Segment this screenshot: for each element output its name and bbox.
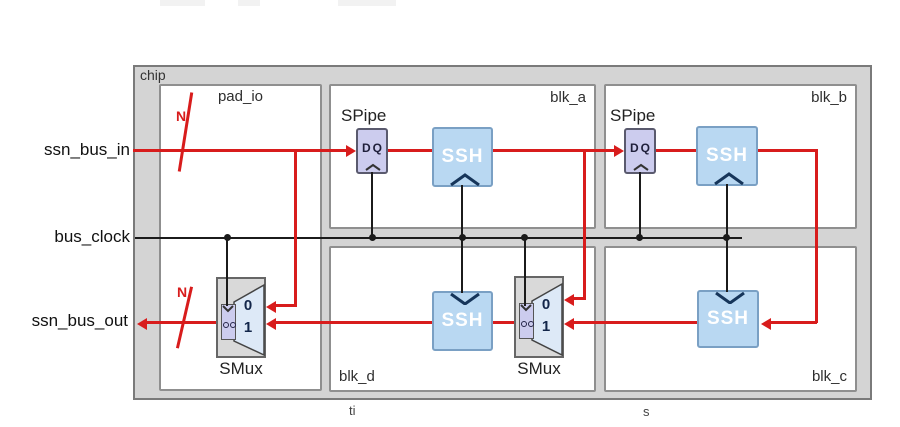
clock-chevron-icon bbox=[450, 292, 480, 305]
wire-ssn-bus-in bbox=[133, 149, 347, 152]
wire-blk-a-loopback-vertical bbox=[583, 149, 586, 300]
wire-clock-to-smux-d bbox=[524, 239, 526, 306]
block-blk-a-label: blk_a bbox=[550, 89, 586, 106]
wire-pad-loopback-horizontal bbox=[274, 304, 296, 307]
spipe-b-d-pin: D bbox=[630, 141, 639, 155]
ssh-blk-d-label: SSH bbox=[441, 310, 484, 331]
ssh-blk-b-label: SSH bbox=[705, 145, 749, 166]
wire-spipe-a-to-ssh-a bbox=[388, 149, 432, 152]
ssh-blk-a-label: SSH bbox=[441, 146, 484, 167]
clock-chevron-icon bbox=[520, 304, 532, 312]
arrowhead-icon bbox=[564, 294, 574, 306]
smux-blk-d-input0: 0 bbox=[541, 296, 551, 313]
ssh-blk-b: SSH bbox=[696, 126, 758, 186]
arrowhead-icon bbox=[761, 318, 771, 330]
arrowhead-icon bbox=[266, 318, 276, 330]
arrowhead-icon bbox=[614, 145, 624, 157]
junction-dot bbox=[369, 234, 376, 241]
wire-ssh-b-out bbox=[758, 149, 818, 152]
block-blk-c-label: blk_c bbox=[811, 368, 847, 385]
clock-chevron-icon bbox=[450, 173, 480, 186]
spipe-b-q-pin: Q bbox=[640, 141, 650, 155]
block-blk-b-label: blk_b bbox=[811, 89, 847, 106]
smux-blk-d-flipflop bbox=[519, 303, 534, 339]
ff-pin-icon bbox=[223, 322, 229, 328]
junction-dot bbox=[723, 234, 730, 241]
wire-ssh-c-to-smux-d bbox=[573, 321, 697, 324]
wire-smux-d-to-ssh-d bbox=[493, 321, 514, 324]
block-pad-io-label: pad_io bbox=[217, 88, 264, 105]
top-artifact bbox=[160, 0, 205, 6]
wire-clock-to-spipe-b bbox=[639, 172, 641, 238]
ssh-blk-c: SSH bbox=[697, 290, 759, 348]
junction-dot bbox=[224, 234, 231, 241]
smux-pad-io-input0: 0 bbox=[243, 297, 253, 314]
junction-dot bbox=[636, 234, 643, 241]
smux-blk-d: 0 1 bbox=[514, 276, 564, 358]
cutoff-text-fragment: ti bbox=[349, 403, 356, 418]
clock-chevron-icon bbox=[714, 172, 744, 185]
port-bus-clock-label: bus_clock bbox=[54, 227, 130, 246]
cutoff-text-fragment: s bbox=[643, 404, 650, 419]
ff-pin-icon bbox=[230, 322, 236, 328]
ssh-blk-d: SSH bbox=[432, 291, 493, 351]
wire-blk-b-down bbox=[815, 149, 818, 323]
ssh-blk-c-label: SSH bbox=[706, 308, 750, 329]
spipe-a-q-pin: Q bbox=[372, 141, 382, 155]
spipe-b-flipflop: D Q bbox=[624, 128, 656, 174]
spipe-a-flipflop: D Q bbox=[356, 128, 388, 174]
clock-chevron-icon bbox=[222, 305, 234, 313]
wire-clock-to-spipe-a bbox=[371, 172, 373, 238]
ff-pin-icon bbox=[521, 321, 527, 327]
port-ssn-bus-in-label: ssn_bus_in bbox=[43, 140, 130, 159]
top-artifact bbox=[338, 0, 396, 6]
wire-ssh-d-to-smux-pad bbox=[275, 321, 432, 324]
wire-ssh-a-to-spipe-b bbox=[493, 149, 614, 152]
bus-width-n-label: N bbox=[176, 108, 187, 124]
wire-blk-a-loopback-horizontal bbox=[572, 297, 586, 300]
wire-pad-loopback-vertical bbox=[294, 149, 297, 307]
ssh-blk-a: SSH bbox=[432, 127, 493, 187]
wire-bus-clock bbox=[135, 237, 742, 239]
junction-dot bbox=[521, 234, 528, 241]
smux-blk-d-label: SMux bbox=[517, 359, 561, 378]
wire-into-ssh-c bbox=[770, 321, 817, 324]
smux-blk-d-input1: 1 bbox=[541, 318, 551, 335]
arrowhead-icon bbox=[346, 145, 356, 157]
chip-label: chip bbox=[140, 67, 166, 83]
bus-width-n-label: N bbox=[177, 284, 188, 300]
smux-pad-io: 0 1 bbox=[216, 277, 266, 358]
spipe-b-label: SPipe bbox=[610, 106, 656, 125]
spipe-a-label: SPipe bbox=[341, 106, 387, 125]
top-artifact bbox=[238, 0, 260, 6]
clock-chevron-icon bbox=[633, 163, 649, 171]
port-ssn-bus-out-label: ssn_bus_out bbox=[31, 311, 128, 330]
block-blk-d-label: blk_d bbox=[339, 368, 375, 385]
wire-clock-to-smux-pad bbox=[226, 239, 228, 306]
clock-chevron-icon bbox=[715, 291, 745, 304]
smux-pad-io-flipflop bbox=[221, 304, 236, 340]
arrowhead-icon bbox=[266, 301, 276, 313]
ff-pin-icon bbox=[528, 321, 534, 327]
smux-pad-io-input1: 1 bbox=[243, 319, 253, 336]
smux-pad-io-label: SMux bbox=[219, 359, 263, 378]
clock-chevron-icon bbox=[365, 163, 381, 171]
arrowhead-icon bbox=[564, 318, 574, 330]
junction-dot bbox=[459, 234, 466, 241]
wire-spipe-b-to-ssh-b bbox=[656, 149, 696, 152]
arrowhead-icon bbox=[137, 318, 147, 330]
spipe-a-d-pin: D bbox=[362, 141, 371, 155]
